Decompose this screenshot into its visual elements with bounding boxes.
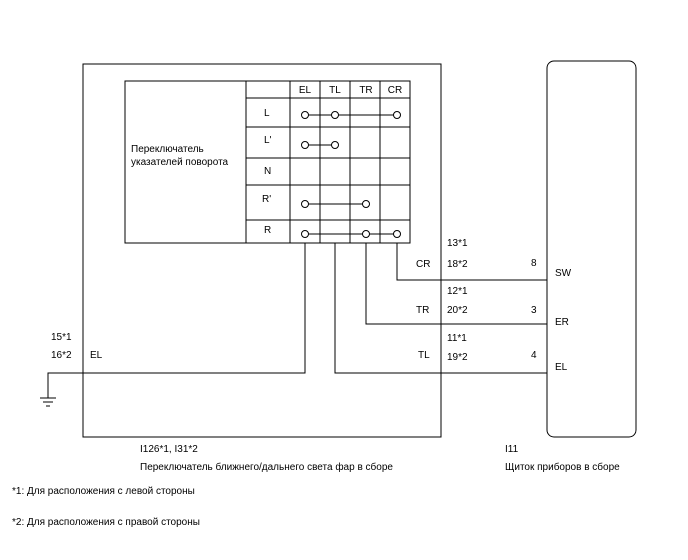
output-tl-pin1: 11*1 [447, 333, 467, 344]
switch-assembly-box [82, 63, 442, 438]
col-header-el: EL [299, 85, 312, 96]
output-el-label: EL [90, 350, 103, 361]
output-cr-label: CR [416, 259, 430, 270]
row-l-prime-connection [301, 141, 339, 149]
output-tr-pin1: 12*1 [447, 286, 468, 297]
meter-pin-el-label: EL [555, 362, 568, 373]
switch-assembly-code: I126*1, I31*2 [140, 444, 198, 455]
row-l-connection [301, 111, 401, 119]
meter-code: I11 [505, 444, 519, 455]
output-tr-label: TR [416, 305, 429, 316]
turn-switch-label-line1: Переключатель [131, 144, 204, 155]
switch-assembly-name: Переключатель ближнего/дальнего света фа… [140, 461, 393, 473]
meter-pin-el-num: 4 [531, 350, 537, 361]
col-header-tl: TL [329, 85, 341, 96]
footnote-1: *1: Для расположения с левой стороны [12, 486, 195, 497]
row-label-n: N [264, 166, 271, 177]
row-r-prime-connection [301, 200, 370, 208]
col-header-tr: TR [359, 85, 372, 96]
wire-el-internal [83, 243, 306, 374]
wire-tl-internal [334, 243, 441, 374]
output-cr-pin2: 18*2 [447, 259, 468, 270]
wire-tr-internal [365, 243, 441, 325]
meter-pin-er-label: ER [555, 317, 569, 328]
row-label-r: R [264, 225, 271, 236]
footnote-2: *2: Для расположения с правой стороны [12, 517, 200, 528]
output-cr-pin1: 13*1 [447, 238, 468, 249]
ground-icon [40, 397, 56, 407]
meter-name: Щиток приборов в сборе [505, 461, 620, 473]
output-el-pin1: 15*1 [51, 332, 72, 343]
output-tr-pin2: 20*2 [447, 305, 468, 316]
col-header-cr: CR [388, 85, 402, 96]
turn-switch-table [124, 80, 411, 244]
meter-pin-sw-num: 8 [531, 258, 537, 269]
turn-switch-label-line2: указателей поворота [131, 157, 229, 168]
wire-cr-internal [396, 243, 441, 281]
row-label-r-prime: R' [262, 194, 271, 205]
meter-pin-sw-label: SW [555, 268, 572, 279]
output-tl-label: TL [418, 350, 430, 361]
row-label-l: L [264, 108, 270, 119]
meter-box [546, 60, 637, 438]
turn-switch-grid [245, 81, 410, 243]
wire-ground [47, 372, 83, 398]
output-el-pin2: 16*2 [51, 350, 72, 361]
row-r-connection [301, 230, 401, 238]
meter-pin-er-num: 3 [531, 305, 537, 316]
row-label-l-prime: L' [264, 135, 272, 146]
output-tl-pin2: 19*2 [447, 352, 468, 363]
